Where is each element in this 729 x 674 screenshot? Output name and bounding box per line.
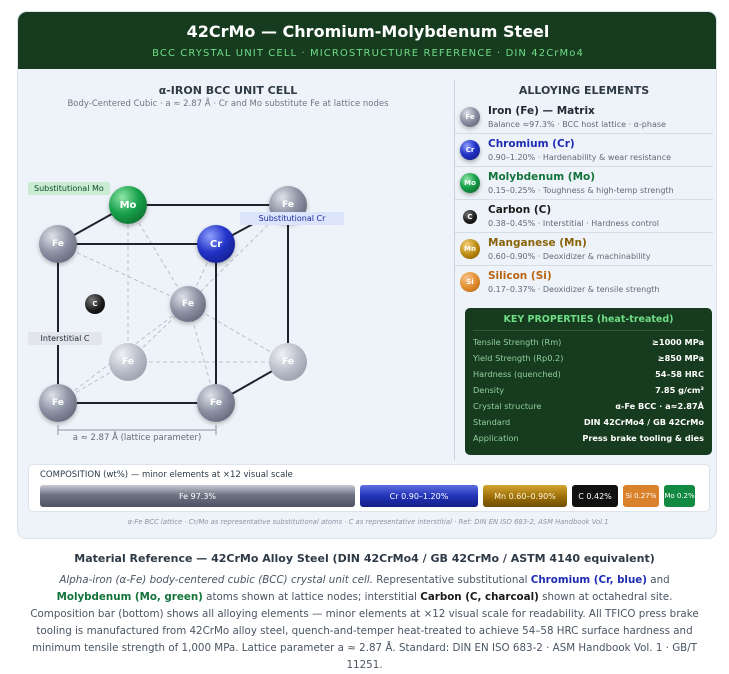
caption-c-highlight: Carbon (C, charcoal) <box>420 591 539 603</box>
property-value: ≥1000 MPa <box>652 337 704 347</box>
property-label: Crystal structure <box>473 401 542 411</box>
legend-item-fe: Fe Iron (Fe) — Matrix Balance ≈97.3% · B… <box>455 102 713 134</box>
c-atom-interstitial: C <box>85 294 105 314</box>
property-label: Standard <box>473 417 511 427</box>
page-subtitle: BCC CRYSTAL UNIT CELL · MICROSTRUCTURE R… <box>152 48 584 59</box>
legend-item-c: C Carbon (C) 0.38–0.45% · Interstitial ·… <box>455 201 713 233</box>
property-row: Density 7.85 g/cm³ <box>473 385 704 401</box>
caption-cr-highlight: Chromium (Cr, blue) <box>530 574 647 586</box>
property-label: Density <box>473 385 505 395</box>
property-value: α-Fe BCC · a≈2.87Å <box>615 401 704 411</box>
c-legend-icon: C <box>463 210 477 224</box>
legend-desc: 0.90–1.20% · Hardenability & wear resist… <box>488 153 672 162</box>
key-properties-panel: KEY PROPERTIES (heat-treated) Tensile St… <box>465 308 712 455</box>
composition-segment-c: C 0.42% <box>572 485 618 507</box>
legend-desc: Balance ≈97.3% · BCC host lattice · α-ph… <box>488 120 666 129</box>
key-properties-divider <box>473 330 704 331</box>
mo-legend-icon: Mo <box>460 173 480 193</box>
property-row: Application Press brake tooling & dies <box>473 433 704 449</box>
legend-item-mn: Mn Manganese (Mn) 0.60–0.90% · Deoxidize… <box>455 234 713 266</box>
legend-name: Carbon (C) <box>488 204 552 216</box>
fe-atom-front-bottom-left: Fe <box>39 384 77 422</box>
caption-text: Representative substitutional <box>373 574 531 586</box>
legend-desc: 0.17–0.37% · Deoxidizer & tensile streng… <box>488 285 660 294</box>
caption-intro: Alpha-iron (α-Fe) body-centered cubic (B… <box>59 574 374 586</box>
fe-atom-body-center: Fe <box>170 286 206 322</box>
property-value: 54–58 HRC <box>655 369 704 379</box>
mn-legend-icon: Mn <box>460 239 480 259</box>
fe-legend-icon: Fe <box>460 107 480 127</box>
property-value: 7.85 g/cm³ <box>655 385 704 395</box>
legend-desc: 0.60–0.90% · Deoxidizer & machinability <box>488 252 651 261</box>
caption-text: atoms shown at lattice nodes; interstiti… <box>202 591 421 603</box>
property-row: Standard DIN 42CrMo4 / GB 42CrMo <box>473 417 704 433</box>
substitutional-cr-tag: Substitutional Cr <box>240 212 344 225</box>
legend-item-cr: Cr Chromium (Cr) 0.90–1.20% · Hardenabil… <box>455 135 713 167</box>
composition-bar-panel: COMPOSITION (wt%) — minor elements at ×1… <box>28 464 710 512</box>
si-legend-icon: Si <box>460 272 480 292</box>
substitutional-mo-tag: Substitutional Mo <box>28 182 110 195</box>
panel-divider <box>454 80 455 460</box>
fe-atom-front-top-left: Fe <box>39 225 77 263</box>
page-title: 42CrMo — Chromium-Molybdenum Steel <box>186 22 550 41</box>
legend-item-si: Si Silicon (Si) 0.17–0.37% · Deoxidizer … <box>455 267 713 299</box>
property-row: Hardness (quenched) 54–58 HRC <box>473 369 704 385</box>
composition-segment-fe: Fe 97.3% <box>40 485 355 507</box>
property-row: Yield Strength (Rp0.2) ≥850 MPa <box>473 353 704 369</box>
unit-cell-subtitle: Body-Centered Cubic · a ≈ 2.87 Å · Cr an… <box>67 99 389 109</box>
caption-body: Alpha-iron (α-Fe) body-centered cubic (B… <box>30 572 699 674</box>
caption-mo-highlight: Molybdenum (Mo, green) <box>56 591 203 603</box>
lattice-dimension-line <box>57 425 217 435</box>
reference-footnote: α-Fe BCC lattice · Cr/Mo as representati… <box>127 518 609 526</box>
cr-atom: Cr <box>197 225 235 263</box>
fe-atom-back-bottom-left: Fe <box>109 343 147 381</box>
composition-segment-mo: Mo 0.2% <box>664 485 695 507</box>
cr-legend-icon: Cr <box>460 140 480 160</box>
mo-atom: Mo <box>109 186 147 224</box>
composition-segment-si: Si 0.27% <box>623 485 659 507</box>
alloying-title: ALLOYING ELEMENTS <box>518 84 650 97</box>
property-row: Crystal structure α-Fe BCC · a≈2.87Å <box>473 401 704 417</box>
legend-name: Silicon (Si) <box>488 270 552 282</box>
property-label: Tensile Strength (Rm) <box>473 337 562 347</box>
property-label: Yield Strength (Rp0.2) <box>473 353 564 363</box>
legend-desc: 0.38–0.45% · Interstitial · Hardness con… <box>488 219 660 228</box>
unit-cell-title: α-IRON BCC UNIT CELL <box>158 84 298 97</box>
caption-text: shown at octahedral site. Composition ba… <box>30 591 699 671</box>
fe-atom-back-bottom-right: Fe <box>269 343 307 381</box>
interstitial-c-tag: Interstitial C <box>28 332 102 345</box>
material-card: 42CrMo — Chromium-Molybdenum Steel BCC C… <box>17 11 717 539</box>
visible-edges <box>57 204 289 404</box>
property-value: DIN 42CrMo4 / GB 42CrMo <box>583 417 704 427</box>
property-value: Press brake tooling & dies <box>582 433 704 443</box>
legend-name: Manganese (Mn) <box>488 237 587 249</box>
caption-title: Material Reference — 42CrMo Alloy Steel … <box>74 552 655 565</box>
legend-item-mo: Mo Molybdenum (Mo) 0.15–0.25% · Toughnes… <box>455 168 713 200</box>
legend-name: Chromium (Cr) <box>488 138 575 150</box>
composition-title: COMPOSITION (wt%) — minor elements at ×1… <box>40 470 293 480</box>
caption-text: and <box>646 574 670 586</box>
property-row: Tensile Strength (Rm) ≥1000 MPa <box>473 337 704 353</box>
card-header: 42CrMo — Chromium-Molybdenum Steel BCC C… <box>18 12 716 69</box>
lattice-parameter-label: a ≈ 2.87 Å (lattice parameter) <box>72 433 202 443</box>
property-label: Hardness (quenched) <box>473 369 561 379</box>
property-value: ≥850 MPa <box>657 353 704 363</box>
property-label: Application <box>473 433 519 443</box>
legend-name: Molybdenum (Mo) <box>488 171 596 183</box>
unit-cell-lattice <box>57 204 289 435</box>
composition-segment-mn: Mn 0.60–0.90% <box>483 485 567 507</box>
legend-name: Iron (Fe) — Matrix <box>488 105 595 117</box>
legend-desc: 0.15–0.25% · Toughness & high-temp stren… <box>488 186 674 195</box>
composition-segment-cr: Cr 0.90–1.20% <box>360 485 478 507</box>
key-properties-title: KEY PROPERTIES (heat-treated) <box>503 314 674 325</box>
fe-atom-front-bottom-right: Fe <box>197 384 235 422</box>
